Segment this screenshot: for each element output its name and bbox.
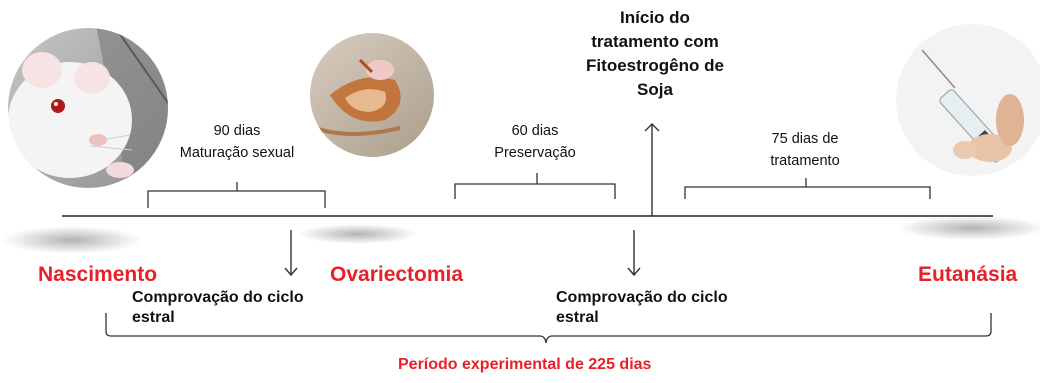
shadow-rat [2,226,142,254]
bracket-preservation [454,173,616,199]
rat-photo [8,28,168,188]
cycle-check-1: Comprovação do ciclo estral [132,288,304,328]
syringe-photo [896,24,1040,176]
treatment-start-line2: tratamento com [591,32,719,51]
maturation-days: 90 dias [213,123,261,139]
arrow-cycle-check-1 [284,230,298,277]
shadow-syringe [897,216,1040,240]
stage-ovariectomy: Ovariectomia [330,263,464,286]
bracket-treatment [684,178,931,199]
stage-birth: Nascimento [38,263,158,286]
arrow-treatment-start [644,123,660,216]
cycle-check-2: Comprovação do ciclo estral [556,288,728,328]
treatment-line1: 75 dias de [771,131,839,147]
bracket-maturation [147,182,326,208]
period-brace [105,313,992,344]
preservation-label: Preservação [494,145,576,161]
cycle-check-2-line1: Comprovação do ciclo [556,289,728,306]
treatment-start-label: Início do tratamento com Fitoestrogêno d… [560,6,750,102]
stage-euthanasia: Eutanásia [918,263,1018,286]
interval-treatment: 75 dias de tratamento [730,128,880,172]
cycle-check-1-line1: Comprovação do ciclo [132,289,304,306]
treatment-start-line3: Fitoestrogêno de [586,56,724,75]
maturation-label: Maturação sexual [179,145,295,161]
interval-maturation: 90 dias Maturação sexual [148,120,326,164]
shadow-surgery [298,224,418,244]
arrow-cycle-check-2 [627,230,641,277]
cycle-check-2-line2: estral [556,309,599,326]
ovariectomy-surgery-photo [310,33,434,157]
cycle-check-1-line2: estral [132,309,175,326]
interval-preservation: 60 dias Preservação [455,120,615,164]
treatment-start-line4: Soja [637,80,673,99]
preservation-days: 60 dias [511,123,559,139]
treatment-start-line1: Início do [620,8,690,27]
treatment-line2: tratamento [770,153,840,169]
experimental-period-label: Período experimental de 225 dias [398,356,652,373]
